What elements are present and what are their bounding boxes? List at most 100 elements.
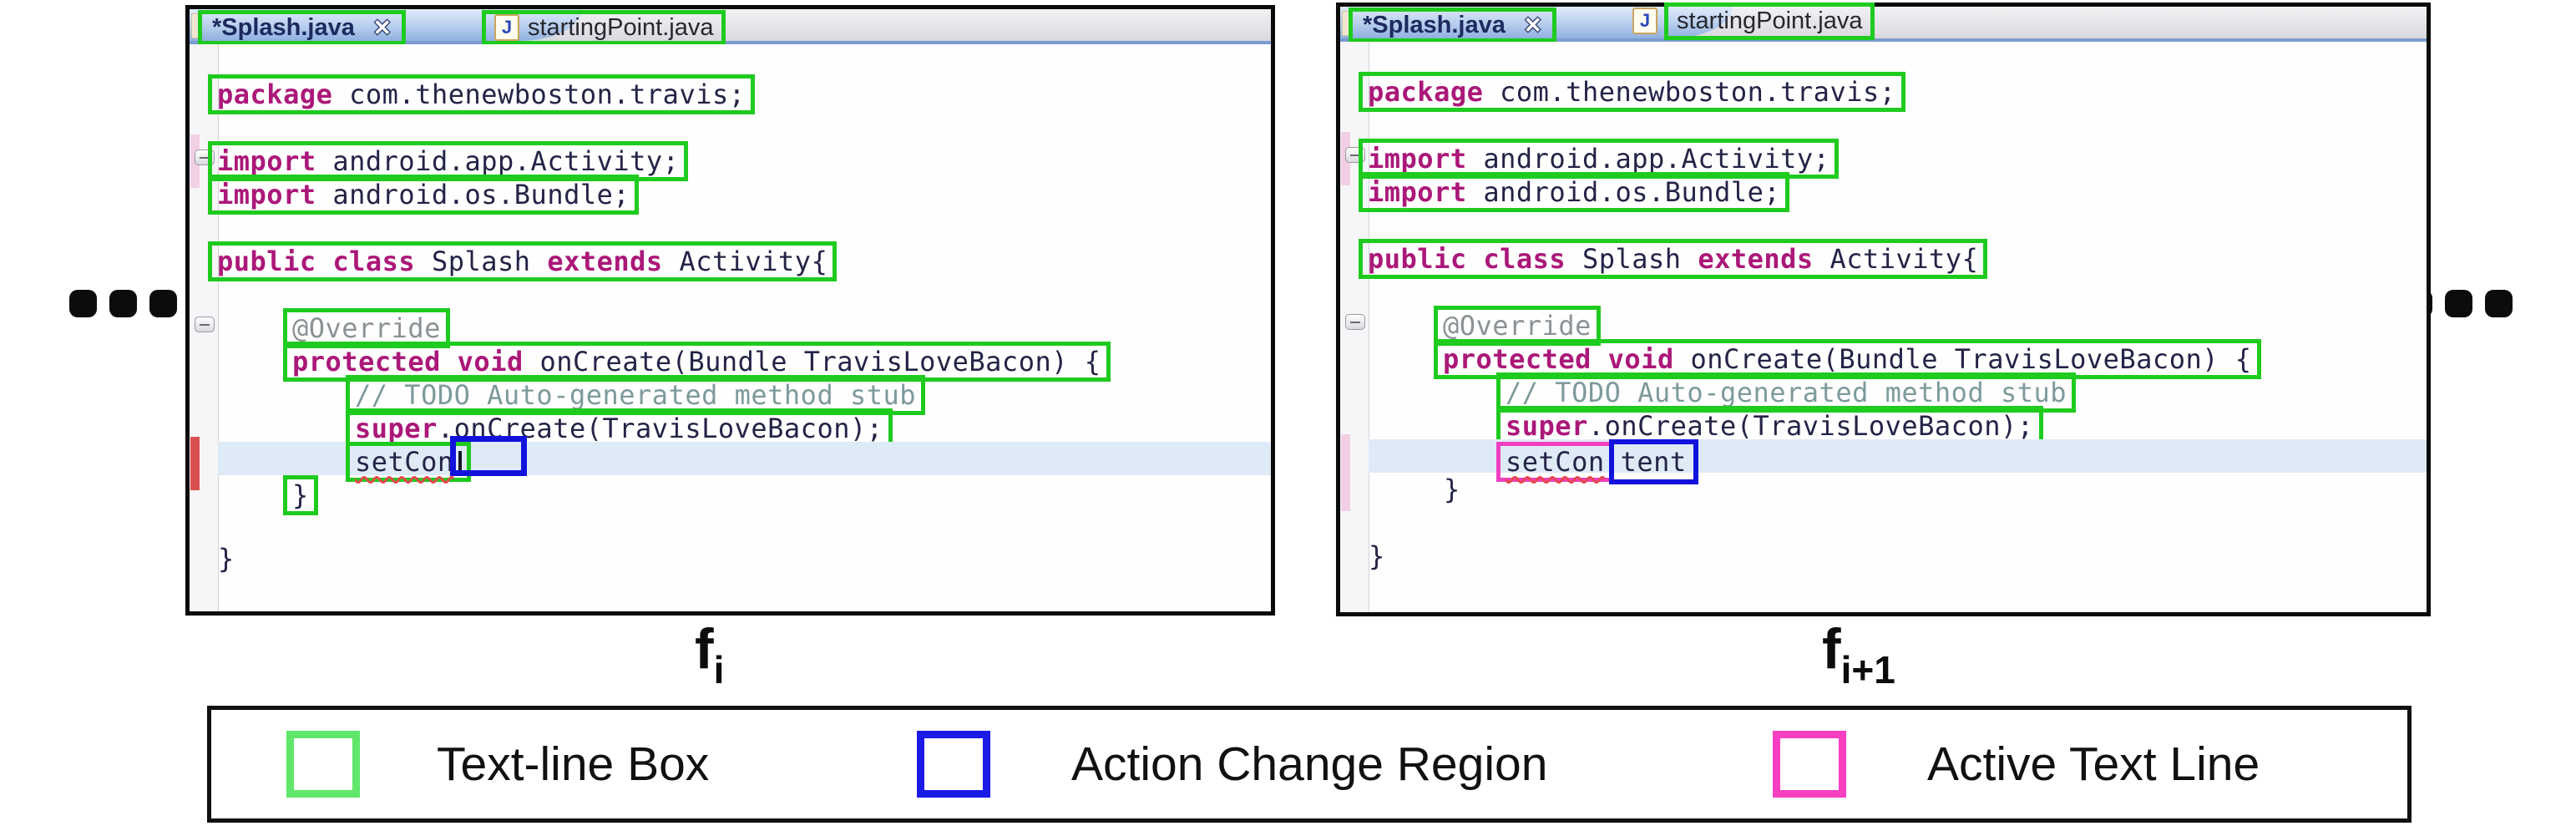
screenshot-frame-fi: *Splash.java ✕ J startingPoint.java pack… [185, 5, 1275, 616]
caption-base: f [695, 617, 714, 681]
fold-minus-icon[interactable] [195, 317, 215, 332]
code-line[interactable]: package com.thenewboston.travis; [1359, 72, 2427, 112]
code-line[interactable]: // TODO Auto-generated method stub [218, 375, 1271, 415]
code-line[interactable]: @Override [218, 308, 1271, 348]
code-line[interactable]: import android.os.Bundle; [1359, 172, 2427, 212]
frame-caption-fi1: fi+1 [1822, 616, 1895, 692]
text-line-box: } [283, 475, 318, 515]
legend-swatch-textline-box [286, 731, 360, 798]
code-line[interactable]: public class Splash extends Activity{ [208, 241, 1271, 281]
text-line-box: public class Splash extends Activity{ [1359, 239, 1988, 279]
code-token: setCon [355, 446, 454, 478]
code-line[interactable]: protected void onCreate(Bundle TravisLov… [1369, 339, 2427, 379]
java-file-icon: J [1632, 8, 1657, 34]
legend-swatch-active-text-line [1773, 731, 1846, 798]
text-cursor [458, 451, 462, 476]
code-token: import [217, 179, 333, 210]
code-token: super [1506, 410, 1588, 442]
code-line[interactable]: setCon [218, 436, 1271, 482]
tab-startingpoint-java[interactable]: J startingPoint.java [482, 10, 726, 45]
code-line[interactable]: super.onCreate(TravisLoveBacon); [218, 408, 1271, 448]
close-icon[interactable]: ✕ [1523, 12, 1542, 38]
text-line-box: // TODO Auto-generated method stub [1496, 372, 2077, 413]
tab-label: startingPoint.java [1664, 2, 1875, 40]
gutter-annotation-mark [1341, 434, 1350, 511]
code-token: Activity{ [679, 246, 828, 277]
caption-subscript: i+1 [1840, 648, 1895, 692]
code-line[interactable]: } [218, 542, 1271, 575]
tab-startingpoint-java[interactable]: J startingPoint.java [1632, 2, 1875, 40]
tab-label: *Splash.java [212, 13, 355, 41]
text-line-box: package com.thenewboston.travis; [208, 74, 755, 114]
code-line[interactable]: import android.app.Activity; [1359, 139, 2427, 179]
text-line-box: import android.app.Activity; [1359, 139, 1840, 179]
code-line[interactable]: } [1369, 473, 2427, 506]
code-token: } [1444, 474, 1460, 505]
code-line[interactable]: public class Splash extends Activity{ [1359, 239, 2427, 279]
fold-minus-icon[interactable] [1345, 314, 1365, 330]
code-token: setCon [1506, 446, 1605, 478]
code-token: com.thenewboston.travis; [1500, 76, 1896, 108]
close-icon[interactable]: ✕ [372, 14, 392, 40]
code-token: onCreate(Bundle TravisLoveBacon) { [539, 346, 1101, 377]
code-token: // TODO Auto-generated method stub [355, 379, 917, 411]
code-token: Splash [431, 246, 548, 277]
code-line[interactable]: } [1369, 540, 2427, 573]
code-token: import [1368, 176, 1484, 208]
code-token: @Override [1443, 310, 1592, 342]
code-token: @Override [292, 312, 441, 344]
legend-label: Active Text Line [1927, 737, 2260, 791]
code-token: android.os.Bundle; [1483, 176, 1781, 208]
text-line-box: protected void onCreate(Bundle TravisLov… [1434, 339, 2261, 379]
tab-splash-java[interactable]: *Splash.java ✕ [198, 10, 406, 45]
code-token: extends [547, 246, 680, 277]
code-token: public class [217, 246, 432, 277]
code-token: } [292, 479, 309, 511]
code-token: import [1368, 143, 1484, 175]
text-line-box: // TODO Auto-generated method stub [346, 375, 926, 415]
code-line[interactable]: } [218, 475, 1271, 515]
legend: Text-line Box Action Change Region Activ… [207, 706, 2412, 823]
code-text: } [218, 542, 235, 575]
text-line-box: import android.app.Activity; [208, 141, 689, 181]
code-token: } [218, 543, 235, 575]
legend-label: Text-line Box [437, 737, 710, 791]
code-token: com.thenewboston.travis; [349, 79, 746, 110]
code-token: package [1368, 76, 1501, 108]
code-token: android.app.Activity; [332, 145, 680, 177]
code-line[interactable]: import android.app.Activity; [208, 141, 1271, 181]
tab-label: *Splash.java [1363, 11, 1506, 38]
code-token: .onCreate(TravisLoveBacon); [1587, 410, 2034, 442]
code-token: android.os.Bundle; [332, 179, 630, 210]
code-token: onCreate(Bundle TravisLoveBacon) { [1690, 343, 2252, 375]
tab-splash-java[interactable]: *Splash.java ✕ [1349, 8, 1556, 43]
code-line[interactable]: package com.thenewboston.travis; [208, 74, 1271, 114]
code-token: } [1369, 540, 1385, 572]
code-line[interactable]: // TODO Auto-generated method stub [1369, 372, 2427, 413]
text-line-box: @Override [283, 308, 450, 348]
ellipsis-dot [2445, 290, 2472, 317]
text-line-box: protected void onCreate(Bundle TravisLov… [283, 342, 1111, 382]
code-line[interactable]: super.onCreate(TravisLoveBacon); [1369, 406, 2427, 446]
code-token: extends [1698, 243, 1830, 275]
code-editor-fi[interactable]: package com.thenewboston.travis; import a… [190, 44, 1271, 611]
caption-base: f [1822, 617, 1841, 681]
text-line-box: setCon [346, 442, 471, 482]
code-line[interactable]: protected void onCreate(Bundle TravisLov… [218, 342, 1271, 382]
editor-tab-bar: *Splash.java ✕ J startingPoint.java [190, 9, 1271, 45]
ellipsis-left [69, 290, 177, 317]
legend-swatch-action-change-region [917, 731, 990, 798]
code-token: Splash [1582, 243, 1698, 275]
code-line[interactable]: import android.os.Bundle; [208, 175, 1271, 215]
java-file-icon: J [494, 14, 519, 41]
action-change-region-box [450, 436, 527, 476]
text-line-box: import android.os.Bundle; [1359, 172, 1790, 212]
caption-subscript: i [713, 648, 725, 692]
code-editor-fi1[interactable]: package com.thenewboston.travis; import a… [1340, 42, 2427, 612]
code-text: } [1369, 540, 1385, 573]
code-line[interactable]: @Override [1369, 306, 2427, 346]
code-token: protected void [292, 346, 540, 377]
ellipsis-dot [2485, 290, 2513, 317]
code-token: package [217, 79, 350, 110]
